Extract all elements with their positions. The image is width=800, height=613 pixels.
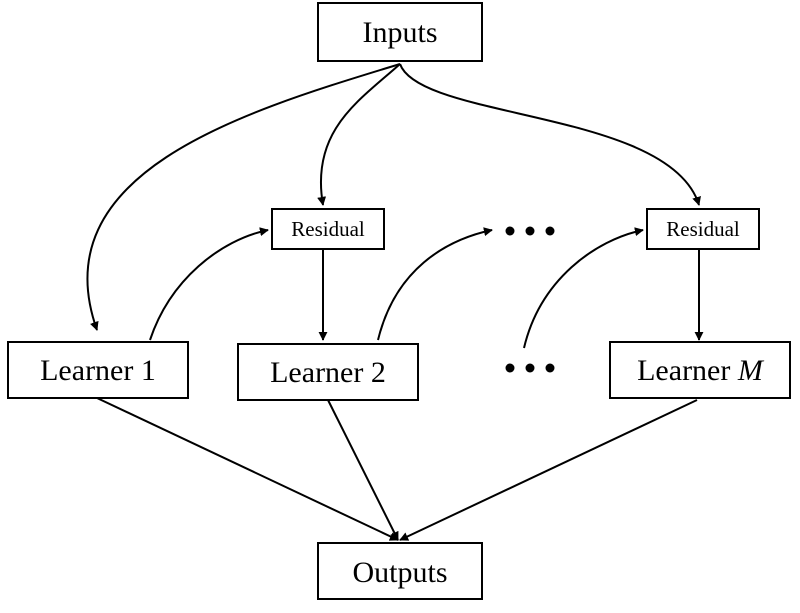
edge-learner-m-to-outputs (399, 399, 698, 541)
node-inputs: Inputs (317, 2, 483, 62)
edge-ellipsis-to-residual-m (523, 227, 644, 349)
edge-inputs-to-residual-m (399, 63, 701, 206)
node-learner-2-label: Learner 2 (270, 356, 386, 389)
edge-learner-2-to-ellipsis (377, 227, 493, 341)
node-learner-m-label: Learner M (637, 354, 765, 387)
edge-learner-2-to-outputs (327, 399, 399, 541)
node-residual-1-label: Residual (291, 217, 365, 241)
node-residual-m-label: Residual (666, 217, 740, 241)
node-outputs-label: Outputs (352, 556, 447, 589)
node-residual-1: Residual (271, 208, 385, 250)
ellipsis-lower (505, 363, 555, 373)
node-learner-1-label: Learner 1 (40, 354, 156, 387)
node-outputs: Outputs (317, 542, 483, 600)
node-learner-2: Learner 2 (237, 343, 419, 401)
edge-inputs-to-residual-1 (317, 63, 401, 206)
node-inputs-label: Inputs (363, 16, 438, 49)
ellipsis-upper (505, 226, 555, 236)
node-learner-m: Learner M (609, 341, 791, 399)
edge-learner-1-to-residual-1 (149, 227, 269, 341)
edge-inputs-to-learner-1 (86, 63, 401, 331)
node-learner-m-index: M (737, 354, 765, 387)
node-learner-1: Learner 1 (7, 341, 189, 399)
edge-learner-1-to-outputs (96, 397, 399, 541)
node-learner-m-prefix: Learner (637, 354, 738, 387)
node-residual-m: Residual (646, 208, 760, 250)
